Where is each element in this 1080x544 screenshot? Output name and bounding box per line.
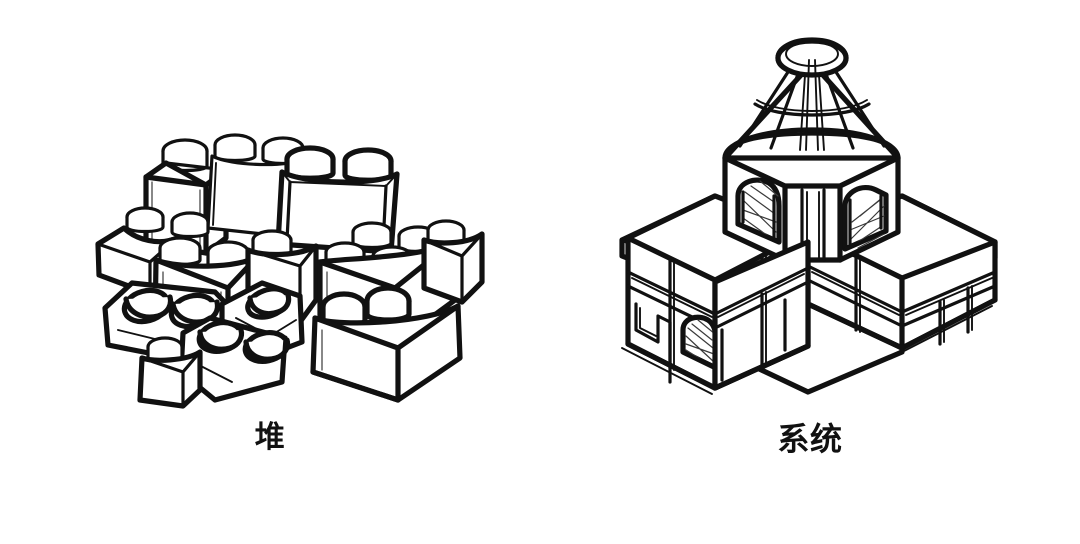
- brick-right-edge: [421, 219, 485, 305]
- lego-pile-icon: [0, 0, 540, 420]
- building-front-core: [712, 239, 811, 391]
- tower-drum: [722, 127, 901, 263]
- panel-pile: 堆: [0, 0, 540, 455]
- lego-building-icon: [540, 0, 1080, 420]
- system-caption: 系统: [777, 420, 843, 458]
- panel-system: 系统: [540, 0, 1080, 544]
- tower-dome: [722, 37, 901, 161]
- pile-caption: 堆: [254, 420, 286, 455]
- brick-front-small: [137, 336, 203, 409]
- brick-front-right: [310, 285, 463, 403]
- brick-front-center: [178, 315, 291, 403]
